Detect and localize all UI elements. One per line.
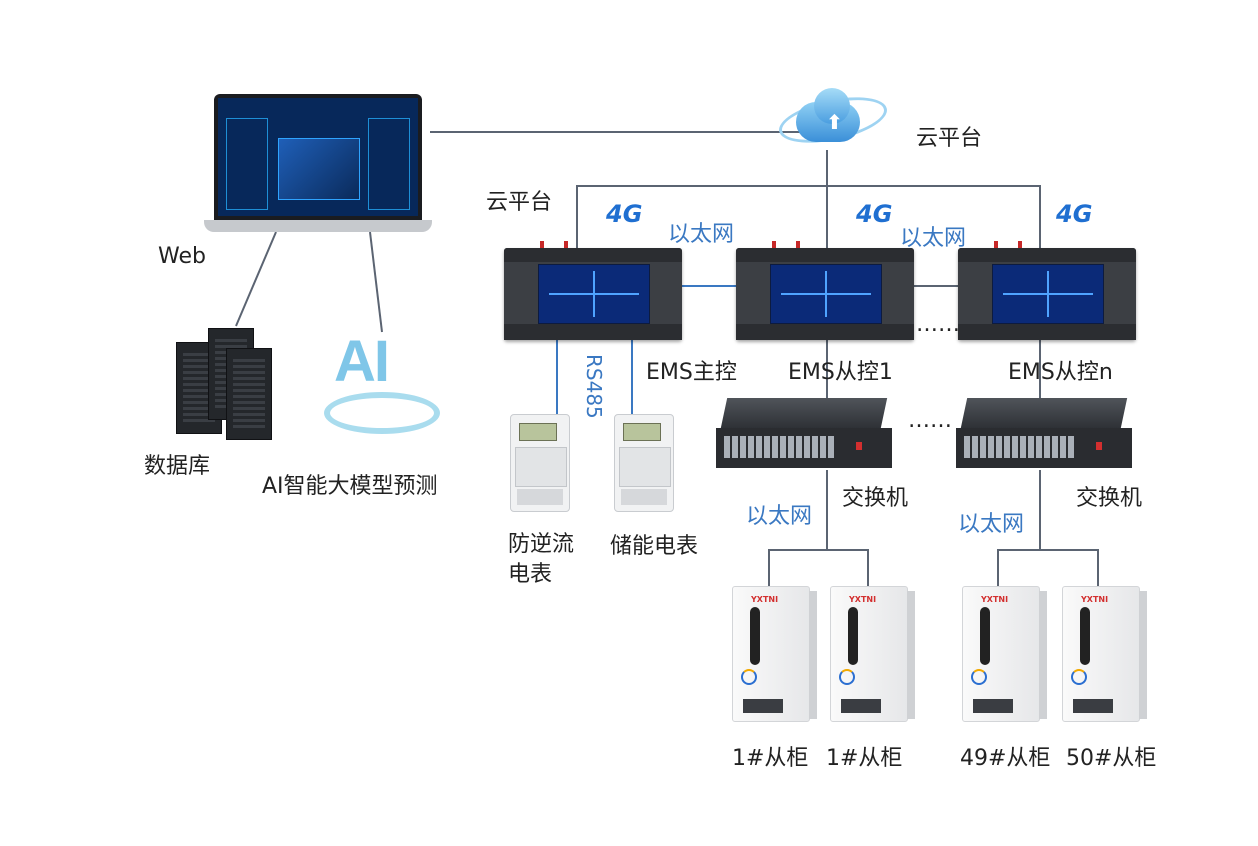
storage-cabinet-2: YXTNI <box>830 586 915 722</box>
storage-cabinet-1: YXTNI <box>732 586 817 722</box>
label-cabinet-1: 1#从柜 <box>732 746 809 771</box>
fourg-icon-3: 4G <box>1056 200 1093 228</box>
label-switch-1: 交换机 <box>842 486 909 511</box>
network-switch-1 <box>716 398 892 468</box>
cloud-platform-icon: ⬆ <box>775 84 891 154</box>
laptop-base <box>204 220 432 232</box>
storage-cabinet-49: YXTNI <box>962 586 1047 722</box>
label-cloud-platform-left: 云平台 <box>486 190 553 215</box>
laptop-lid <box>214 94 422 220</box>
wire-4g-bus <box>576 185 1041 248</box>
label-ems-slave-1: EMS从控1 <box>788 360 893 385</box>
label-ethernet-2: 以太网 <box>900 226 967 251</box>
database-server-icon <box>172 322 272 440</box>
network-switch-2 <box>956 398 1132 468</box>
wire-laptop-ai <box>369 231 383 333</box>
ai-model-icon: AI <box>318 318 440 438</box>
label-cloud-platform: 云平台 <box>916 126 983 151</box>
anti-backflow-meter <box>510 414 570 512</box>
wire-laptop-db <box>235 231 277 327</box>
web-laptop <box>204 94 432 234</box>
label-cabinet-49: 49#从柜 <box>960 746 1051 771</box>
label-anti-backflow-2: 电表 <box>508 562 553 587</box>
upload-arrow-icon: ⬆ <box>826 110 843 134</box>
fourg-icon-1: 4G <box>606 200 643 228</box>
laptop-screen <box>218 98 418 216</box>
label-web: Web <box>158 244 206 269</box>
label-cabinet-2: 1#从柜 <box>826 746 903 771</box>
label-rs485: RS485 <box>582 354 606 419</box>
ellipsis-2: …… <box>908 408 952 433</box>
label-ethernet-4: 以太网 <box>958 512 1025 537</box>
label-ethernet-3: 以太网 <box>746 504 813 529</box>
label-ai-prediction: AI智能大模型预测 <box>262 474 438 499</box>
storage-meter <box>614 414 674 512</box>
label-database: 数据库 <box>144 454 211 479</box>
wire-switch2-cabinets <box>997 549 1099 590</box>
ems-slave-controller-1 <box>736 241 914 340</box>
label-storage-meter: 储能电表 <box>610 534 699 559</box>
ems-slave-controller-n <box>958 241 1136 340</box>
label-cabinet-50: 50#从柜 <box>1066 746 1157 771</box>
label-switch-2: 交换机 <box>1076 486 1143 511</box>
wire-switch1-cabinets <box>768 549 869 590</box>
storage-cabinet-50: YXTNI <box>1062 586 1147 722</box>
label-ems-slave-n: EMS从控n <box>1008 360 1113 385</box>
label-anti-backflow-1: 防逆流 <box>508 532 575 557</box>
fourg-icon-2: 4G <box>856 200 893 228</box>
ellipsis-1: …… <box>916 312 960 337</box>
label-ethernet-1: 以太网 <box>668 222 735 247</box>
ems-master-controller <box>504 241 682 340</box>
label-ems-master: EMS主控 <box>646 360 737 385</box>
